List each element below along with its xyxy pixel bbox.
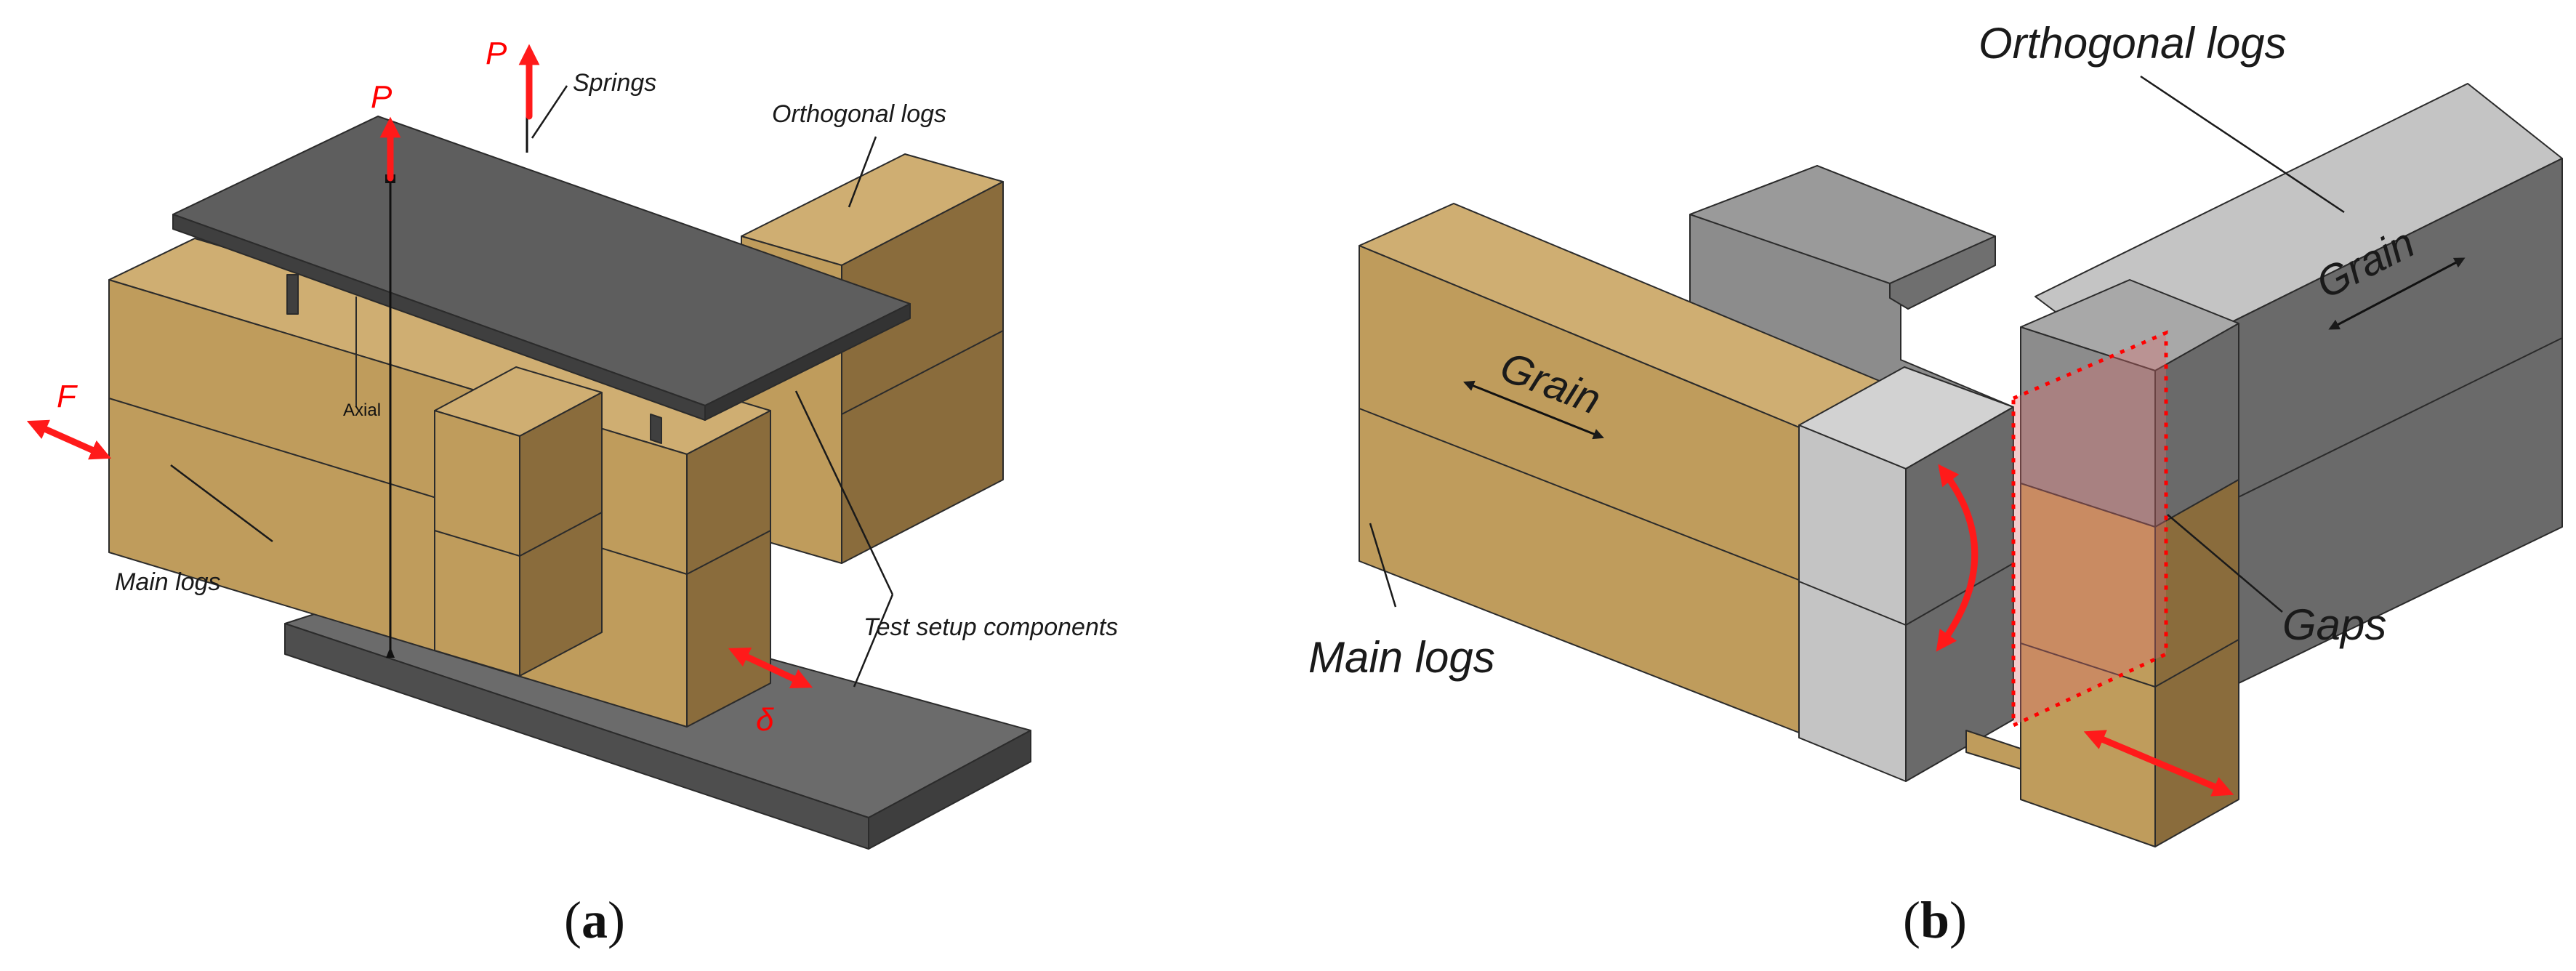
force-label-p1: P [371, 79, 393, 115]
label-axial: Axial [343, 400, 381, 420]
force-label-delta: δ [756, 702, 774, 738]
left-grey-post [1798, 366, 2014, 782]
caption-b: (b) [1903, 891, 1967, 949]
grain-arrow-orth [2328, 257, 2466, 330]
panel-a: P P F δ Springs Orthogonal logs Main log… [26, 36, 1118, 949]
force-arrow-f [26, 419, 112, 460]
label-test-setup: Test setup components [864, 613, 1118, 641]
label-main-logs-b: Main logs [1308, 633, 1495, 682]
top-plate [172, 116, 911, 444]
label-orthogonal-logs-a: Orthogonal logs [772, 100, 946, 128]
force-arrow-delta [728, 648, 813, 688]
label-orthogonal-logs-b: Orthogonal logs [1979, 19, 2287, 68]
force-label-p2: P [486, 36, 507, 71]
slip-arrow [2083, 730, 2234, 797]
grain-arrow-main [1463, 380, 1604, 440]
caption-a: (a) [564, 891, 625, 949]
label-springs: Springs [573, 69, 656, 97]
gap-region [2011, 330, 2168, 728]
rotation-arrow [1936, 464, 1979, 652]
front-post-a [434, 366, 603, 677]
force-label-f: F [57, 379, 78, 414]
panel-b: Orthogonal logs Main logs Gaps Grain Gra… [1308, 19, 2563, 949]
label-main-logs-a: Main logs [115, 568, 221, 596]
label-gaps: Gaps [2282, 600, 2386, 649]
